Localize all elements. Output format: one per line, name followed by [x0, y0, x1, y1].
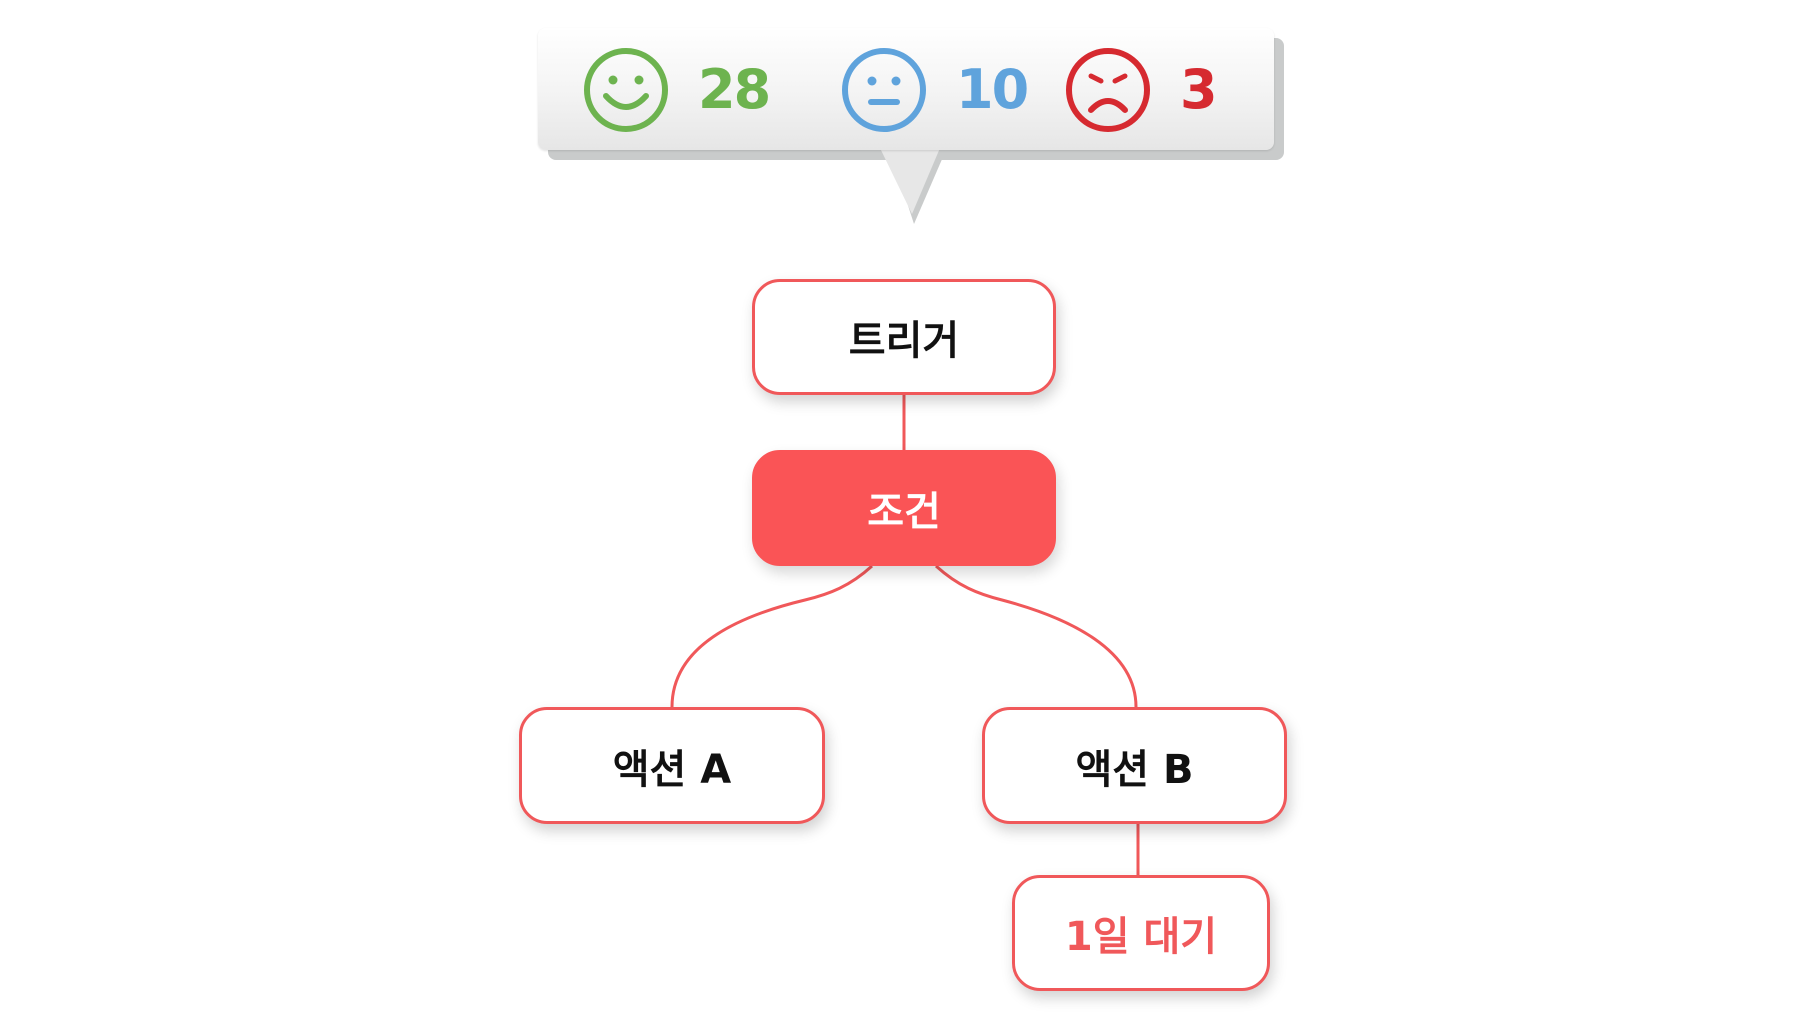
smile-face-icon — [584, 48, 668, 132]
action-b-label: 액션 B — [1075, 746, 1194, 793]
condition-node[interactable]: 조건 — [752, 450, 1056, 566]
sentiment-neutral: 10 — [840, 45, 1029, 135]
action-b-node[interactable]: 액션 B — [982, 707, 1287, 824]
neutral-count: 10 — [956, 58, 1029, 121]
sad-face-icon — [1066, 48, 1150, 132]
trigger-label: 트리거 — [848, 318, 960, 364]
sentiment-positive: 28 — [582, 45, 771, 135]
connector-condition-action-a — [670, 564, 874, 708]
trigger-node[interactable]: 트리거 — [752, 279, 1056, 395]
connector-condition-action-b — [934, 564, 1138, 708]
bubble-body — [538, 28, 1274, 150]
action-a-node[interactable]: 액션 A — [519, 707, 825, 824]
action-a-label: 액션 A — [612, 746, 732, 793]
neutral-face-icon — [842, 48, 926, 132]
wait-node[interactable]: 1일 대기 — [1012, 875, 1270, 991]
feedback-summary-bubble: 28 10 3 — [0, 0, 1800, 230]
negative-count: 3 — [1180, 58, 1218, 121]
condition-label: 조건 — [867, 489, 941, 535]
sentiment-negative: 3 — [1064, 45, 1218, 135]
positive-count: 28 — [698, 58, 771, 121]
bubble-tail — [880, 148, 946, 224]
wait-label: 1일 대기 — [1064, 914, 1218, 960]
